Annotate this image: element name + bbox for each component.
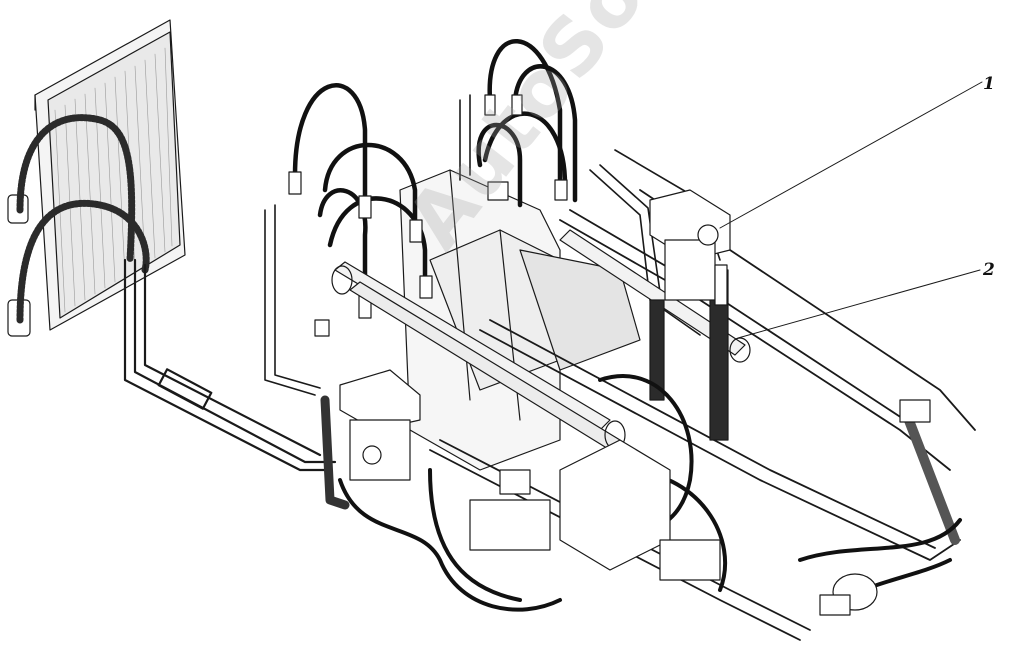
control-valve-block [469,439,721,581]
boom-cylinder [559,229,751,363]
left-filter-block [320,369,421,510]
high-pressure-hoses [292,39,578,303]
cooler-corrugated-hoses [16,114,150,324]
bottom-right-pump [819,573,878,616]
oil-cooler-radiator [7,19,186,337]
right-vertical-cylinders [649,269,960,545]
callout-label-1: 1 [983,74,995,94]
hose-fittings [288,94,568,337]
callout-leaders [719,81,983,339]
callout-label-2: 2 [983,260,995,280]
return-hoses [338,374,962,612]
cooler-return-pipes [123,258,337,472]
pressure-filter-1 [649,189,731,306]
